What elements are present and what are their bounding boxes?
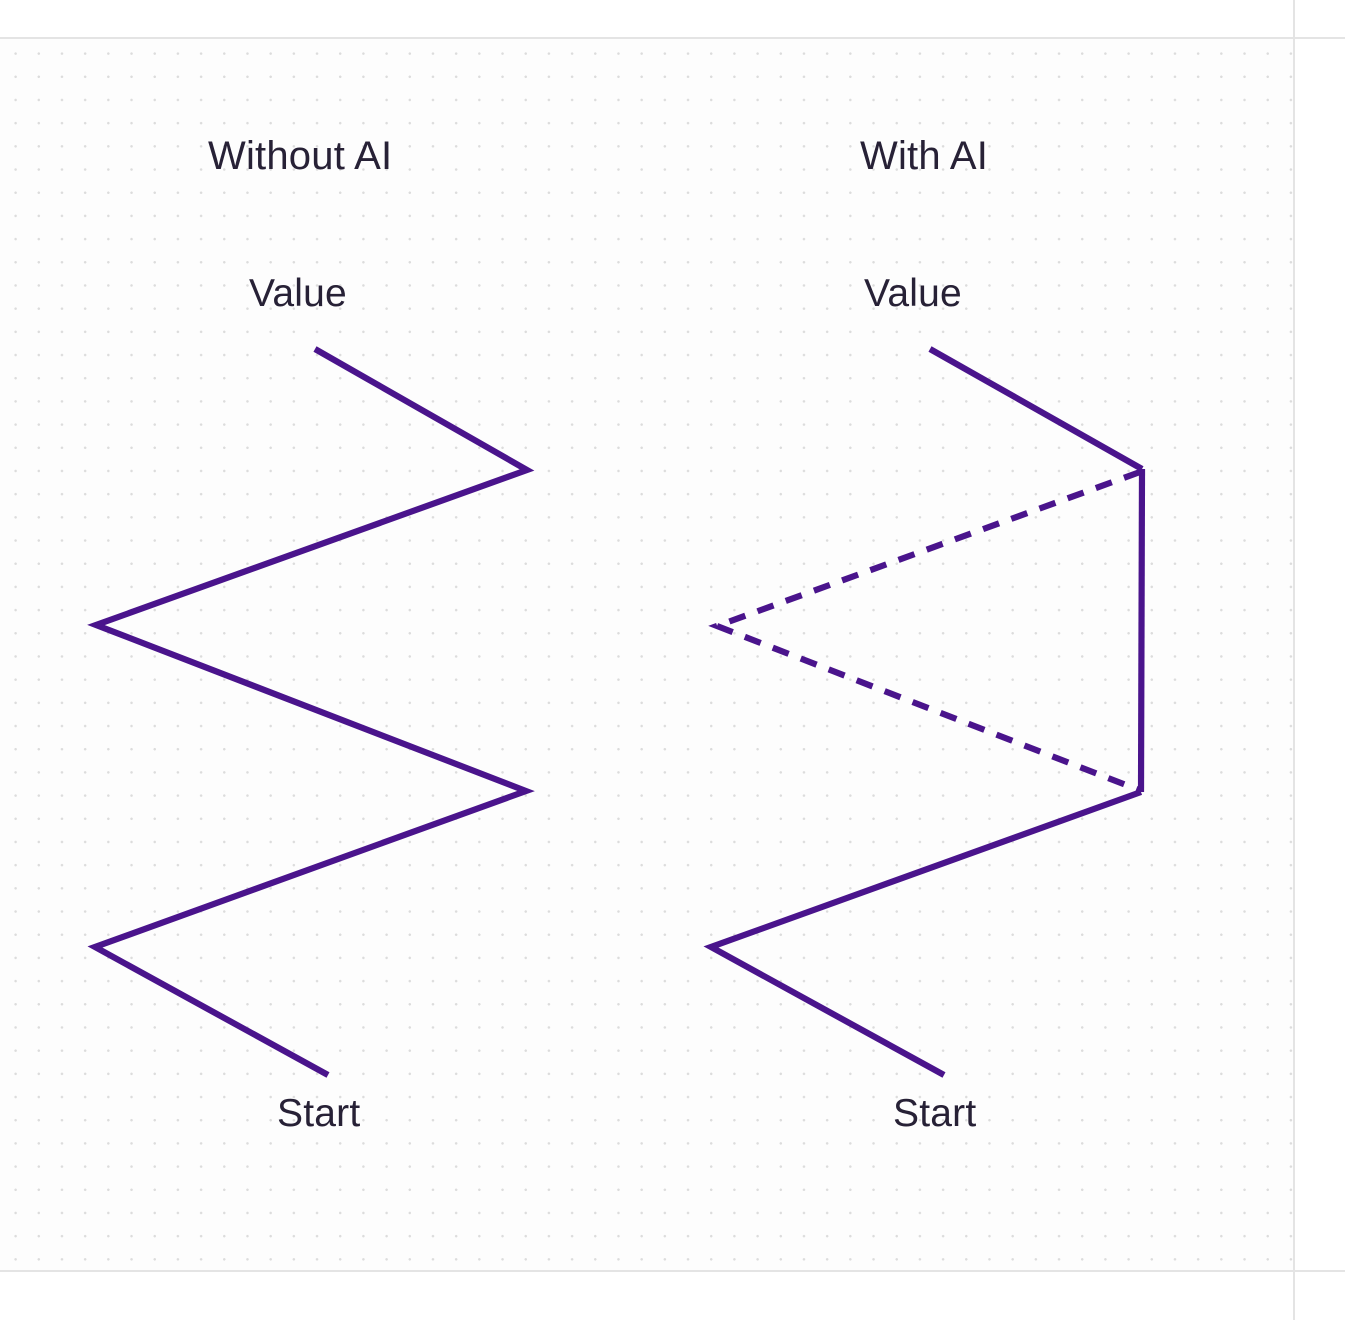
axis-label-value-left: Value (249, 272, 347, 315)
panel-title-without-ai: Without AI (208, 134, 393, 178)
bottom-divider-rule (0, 1270, 1345, 1272)
top-divider-rule (0, 37, 1345, 39)
start-label-right: Start (893, 1092, 977, 1135)
start-label-left: Start (277, 1092, 361, 1135)
panel-title-with-ai: With AI (860, 134, 989, 178)
axis-label-value-right: Value (864, 272, 962, 315)
right-divider-rule (1293, 0, 1295, 1320)
dotted-grid-background (0, 39, 1294, 1271)
